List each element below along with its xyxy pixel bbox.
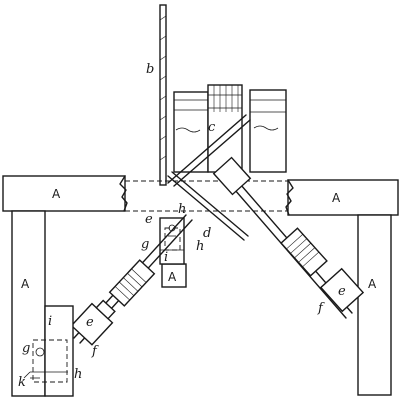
label-f-left: f	[91, 344, 99, 359]
label-e-right: e	[338, 284, 346, 299]
label-k: k	[18, 375, 26, 390]
beam-left	[2, 175, 128, 212]
label-h-center: h	[196, 239, 204, 254]
label-e-center: e	[145, 212, 153, 227]
post-left	[11, 210, 46, 397]
label-g-left: g	[22, 341, 30, 356]
label-i-center: i	[164, 250, 168, 265]
label-i-left: i	[48, 314, 52, 329]
label-beam-left: A	[52, 187, 61, 201]
label-g-center: g	[141, 237, 149, 252]
vertical-plate	[159, 4, 167, 186]
label-post-left: A	[21, 277, 30, 291]
label-block-center: A	[168, 270, 177, 284]
label-post-right: A	[368, 277, 377, 291]
label-e-left: e	[86, 315, 94, 330]
label-f-right: f	[317, 301, 325, 316]
label-c: c	[208, 120, 216, 135]
label-h-left: h	[74, 367, 82, 382]
left-bracket	[23, 305, 74, 397]
diagonal-rails	[167, 114, 251, 241]
left-shaft	[70, 214, 193, 346]
label-d: d	[203, 226, 211, 241]
beam-right	[285, 179, 399, 216]
right-shaft	[212, 156, 365, 319]
post-right	[357, 214, 392, 396]
label-beam-right: A	[332, 191, 341, 205]
label-b: b	[146, 62, 154, 77]
label-h-top: h	[178, 202, 186, 217]
